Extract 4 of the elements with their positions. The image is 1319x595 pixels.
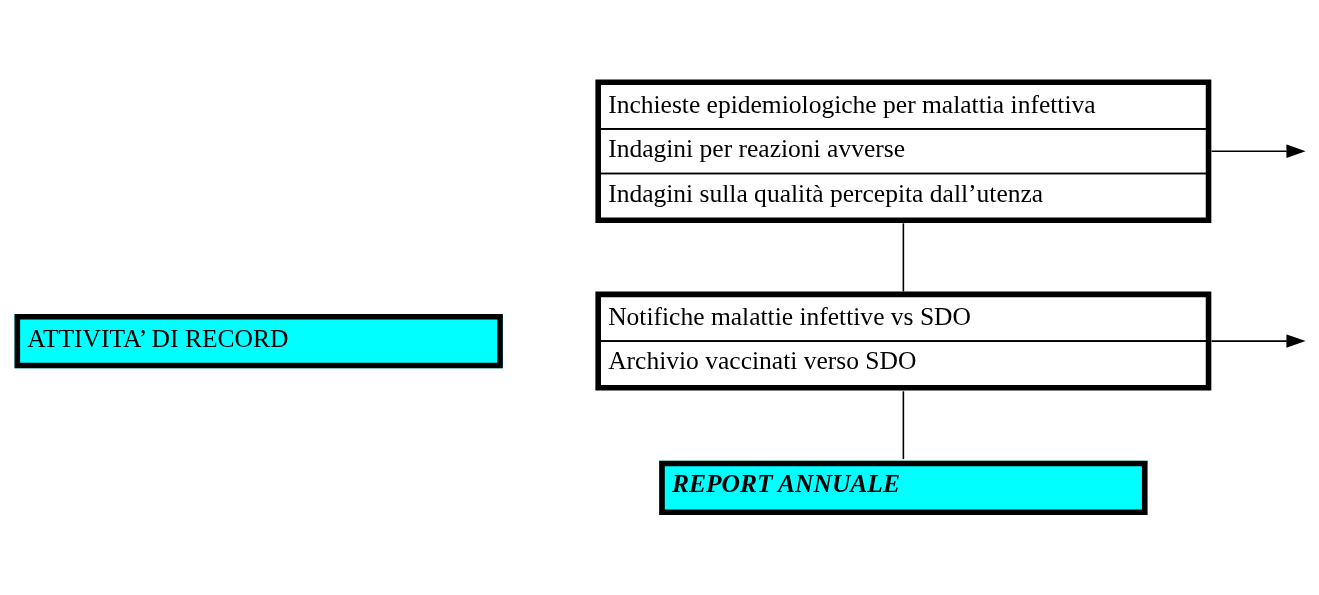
arrow	[1210, 144, 1306, 158]
connector	[902, 222, 905, 292]
arrow	[1210, 333, 1306, 348]
connector	[902, 390, 905, 460]
